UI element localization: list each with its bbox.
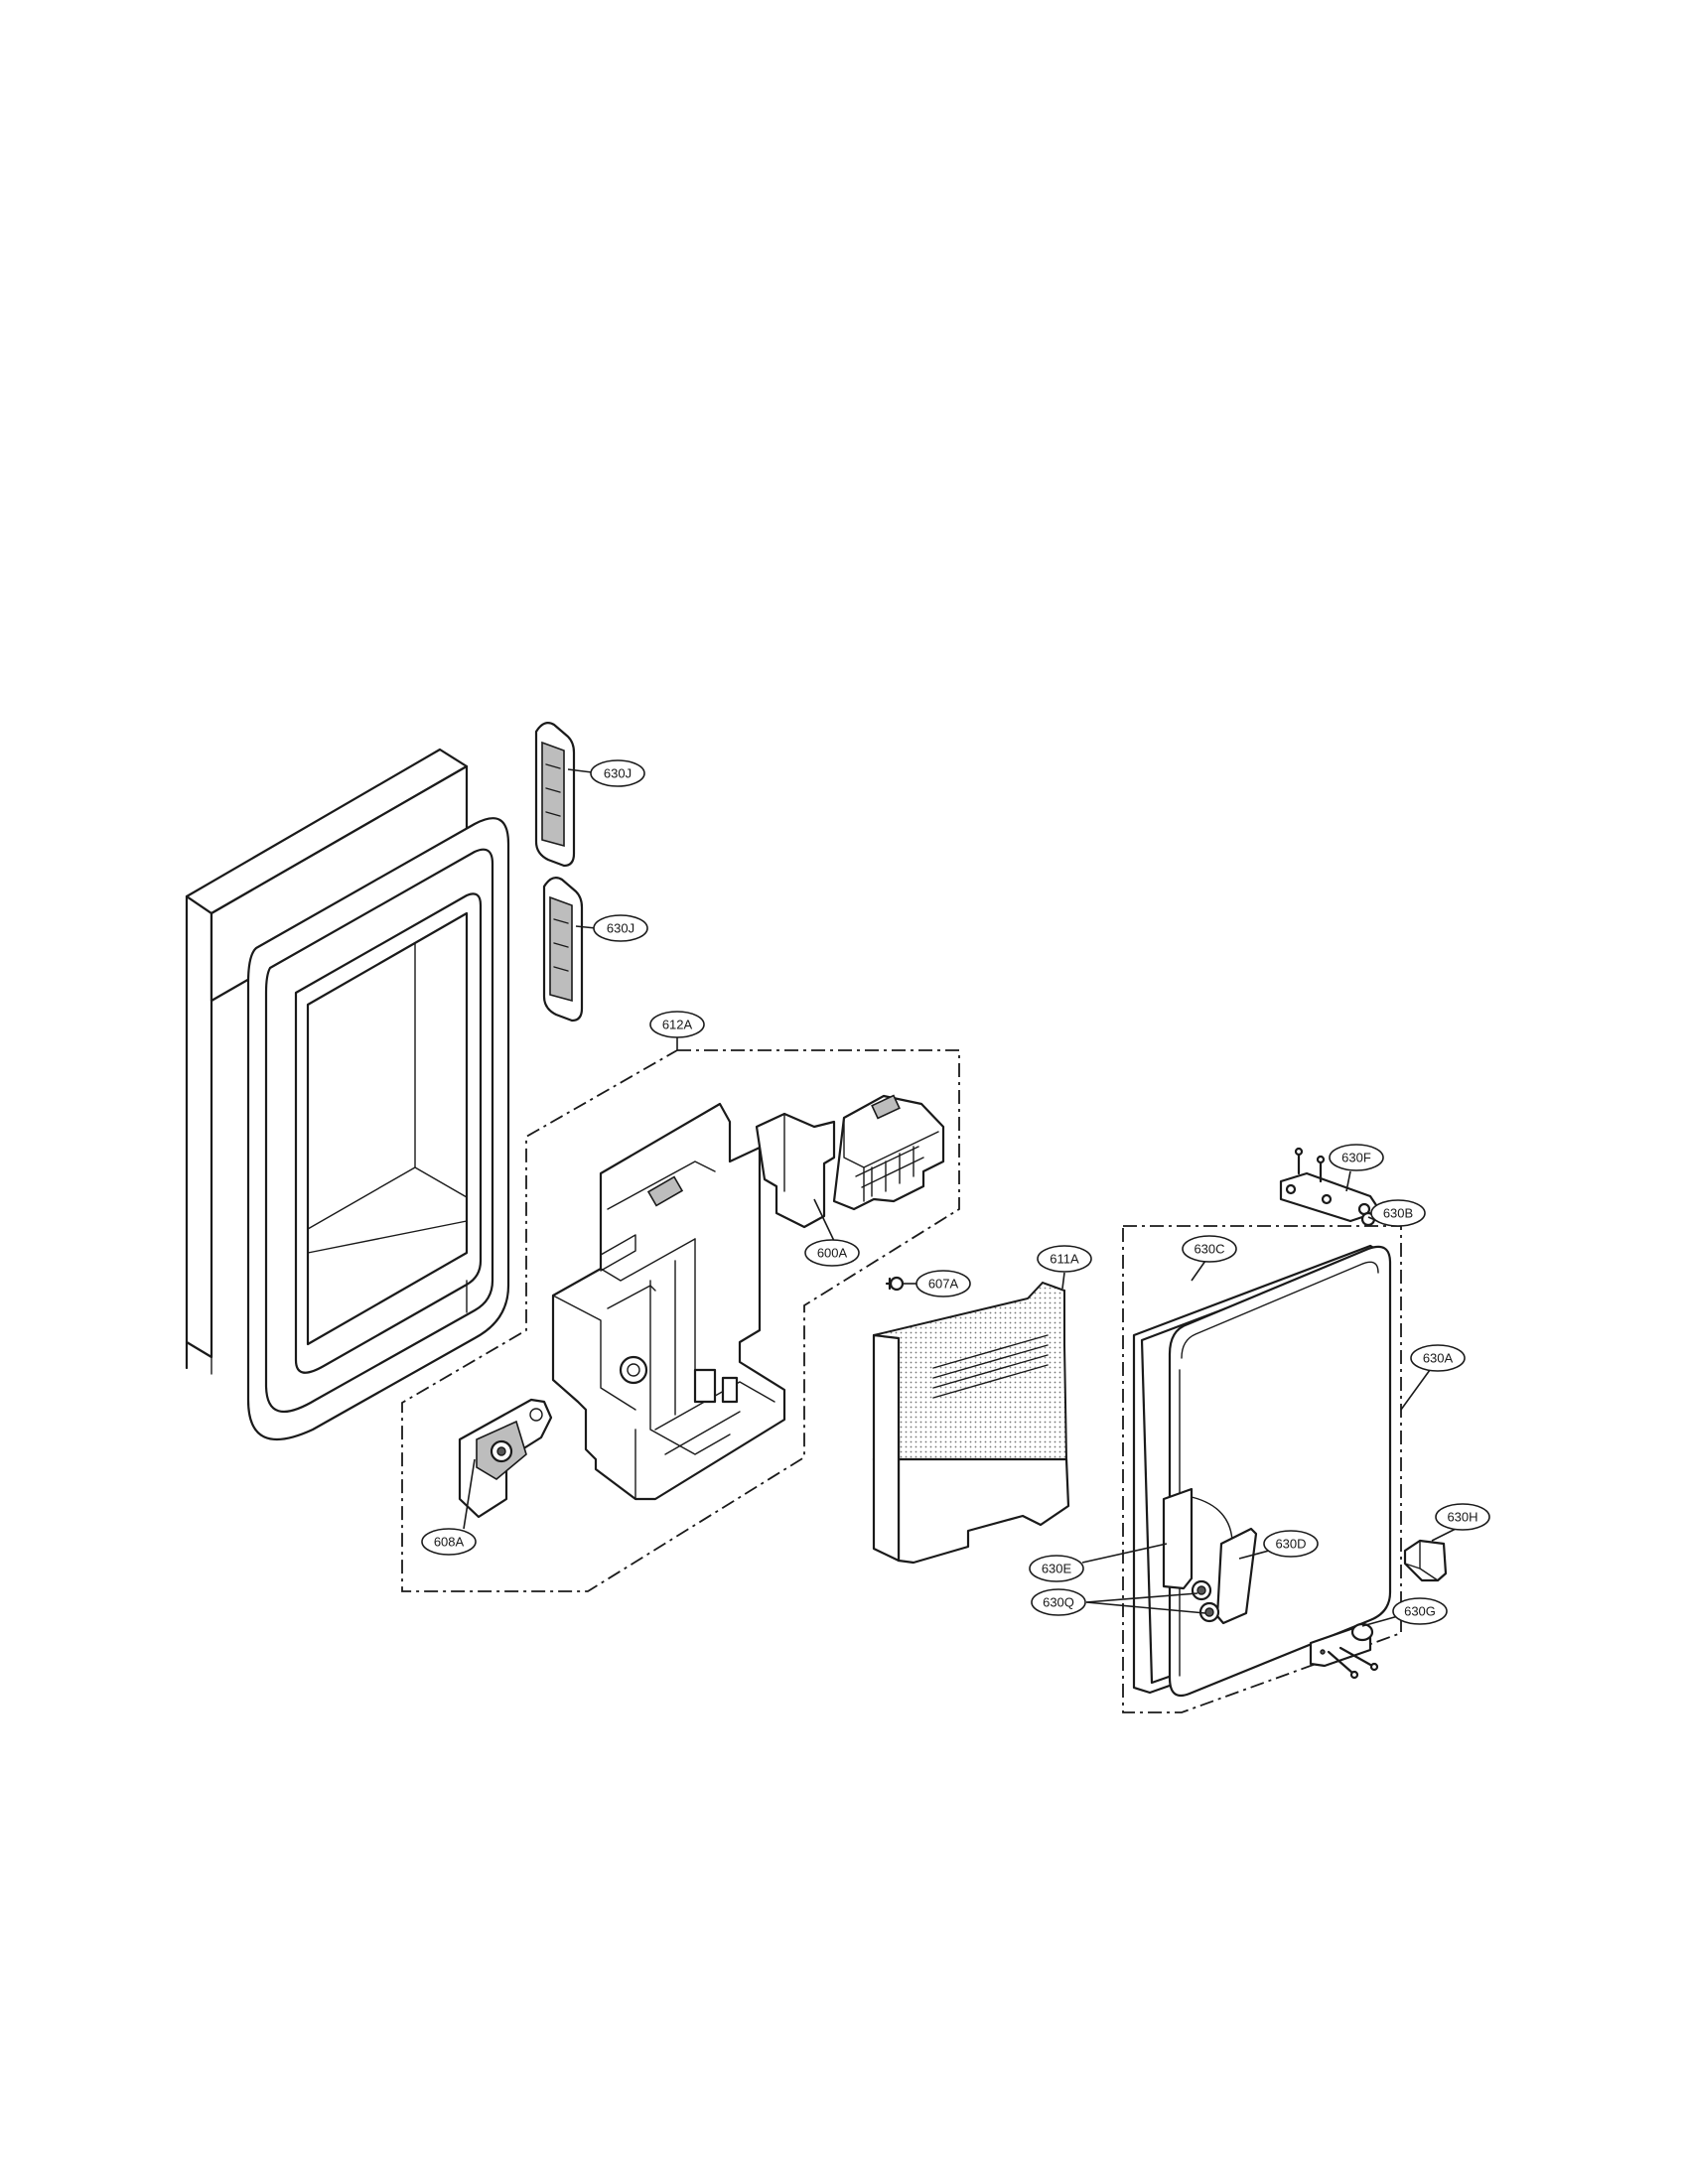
callout-label: 607A [928,1277,959,1292]
callout-label: 630J [607,921,634,936]
callout-label: 630A [1423,1351,1454,1366]
callout-630E: 630E [1029,1555,1084,1582]
ice-maker [755,1094,945,1229]
callout-611A: 611A [1037,1245,1092,1273]
callout-630G: 630G [1392,1597,1448,1625]
callout-630Q: 630Q [1031,1588,1086,1616]
callout-630J-upper: 630J [590,759,645,787]
knob-607A [885,1276,905,1292]
callout-630B: 630B [1370,1199,1426,1227]
callout-630F: 630F [1329,1144,1384,1171]
callout-612A: 612A [649,1011,705,1038]
callout-label: 630Q [1043,1595,1074,1610]
door-hinge-block [1162,1487,1258,1625]
callout-608A: 608A [421,1528,477,1556]
callout-630J-lower: 630J [593,914,648,942]
door-clip [1403,1539,1448,1582]
callout-label: 630E [1042,1562,1072,1576]
callout-label: 630J [604,766,632,781]
callout-label: 630G [1404,1604,1436,1619]
callout-630D: 630D [1263,1530,1319,1558]
top-hinge [1279,1147,1382,1227]
assembly-630B-boundary [1122,1225,1402,1713]
dispenser-housing [551,1102,786,1501]
callout-630H: 630H [1435,1503,1490,1531]
callout-label: 608A [434,1535,465,1550]
mounting-bracket [458,1398,553,1519]
door-frame [185,748,510,1441]
assembly-612A-boundary [401,1049,960,1592]
callout-label: 630C [1194,1242,1224,1257]
callout-label: 630B [1383,1206,1413,1221]
handle-pad-upper [534,722,576,868]
callout-label: 630H [1447,1510,1477,1525]
callout-label: 611A [1050,1252,1079,1267]
leader-lines [463,768,1457,1627]
bottom-hinge [1309,1622,1379,1680]
callout-630C: 630C [1182,1235,1237,1263]
callout-label: 630D [1275,1537,1306,1552]
callout-607A: 607A [915,1270,971,1297]
callout-label: 600A [817,1246,848,1261]
callout-label: 612A [662,1018,693,1032]
handle-pad-lower [542,877,584,1023]
callout-label: 630F [1341,1151,1371,1165]
callout-600A: 600A [804,1239,860,1267]
callout-630A: 630A [1410,1344,1466,1372]
dispenser-cover [872,1281,1070,1565]
